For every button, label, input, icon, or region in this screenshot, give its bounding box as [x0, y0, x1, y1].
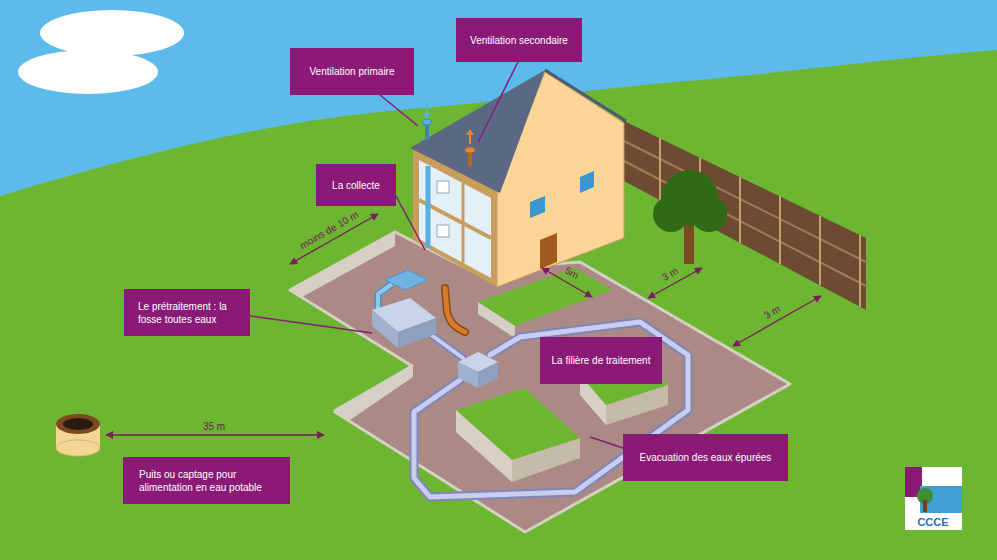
- grass-bed-side: [456, 410, 512, 482]
- air-arrow: [426, 104, 428, 114]
- drain-pipe: [426, 166, 431, 248]
- fence-slat: [622, 160, 866, 286]
- dimension-line: [733, 296, 821, 346]
- logo-text: CCCE: [917, 516, 948, 528]
- roof-edge: [545, 70, 626, 121]
- dimension-line: [106, 434, 324, 435]
- air-arrow: [469, 134, 471, 144]
- tree-trunk: [684, 222, 694, 264]
- leader-line: [396, 196, 425, 250]
- cloud: [18, 50, 158, 94]
- vent-pipe: [445, 288, 465, 332]
- logo: [905, 467, 962, 530]
- leader-line: [478, 62, 518, 142]
- plot-ground: [290, 232, 790, 532]
- grass-patch-edge: [478, 302, 515, 338]
- grass-bed-side: [512, 438, 580, 482]
- fence-post: [859, 235, 861, 307]
- septic-tank: [398, 318, 436, 348]
- outlet-pipe: [430, 334, 463, 358]
- callout-text: Ventilation primaire: [298, 65, 406, 78]
- window: [530, 196, 545, 218]
- callout-box: La filière de traitement: [540, 337, 662, 384]
- fence-post: [659, 138, 661, 200]
- callout-text: Evacuation des eaux épurées: [633, 451, 778, 464]
- cloud: [40, 10, 184, 56]
- tree-foliage: [653, 196, 689, 232]
- callout-text: Le prétraitement : la fosse toutes eaux: [138, 300, 238, 326]
- sink: [437, 181, 449, 193]
- house-mullion: [462, 183, 465, 263]
- septic-tank: [372, 310, 398, 348]
- callout-box: Ventilation primaire: [290, 48, 414, 95]
- callout-text: La collecte: [322, 179, 390, 192]
- callout-text: Puits ou captage pour alimentation en ea…: [139, 468, 280, 494]
- callout-box: Ventilation secondaire: [456, 18, 582, 62]
- callout-text: Ventilation secondaire: [464, 34, 574, 47]
- distribution-box: [478, 362, 498, 388]
- fence-post: [819, 216, 821, 285]
- callout-box: Puits ou captage pour alimentation en ea…: [123, 457, 290, 504]
- tree-foliage: [691, 196, 727, 232]
- fence-slat: [622, 140, 866, 262]
- distribution-box: [458, 362, 478, 388]
- dimension-label: 35 m: [203, 421, 225, 432]
- callout-text: La filière de traitement: [546, 354, 656, 367]
- grass-hill: [0, 50, 997, 560]
- fence: [622, 120, 866, 310]
- leader-line: [250, 316, 372, 333]
- grass-bed-side: [606, 385, 668, 425]
- air-arrow: [423, 113, 431, 119]
- callout-box: Evacuation des eaux épurées: [623, 434, 788, 481]
- secondary-vent: [465, 147, 475, 153]
- house-roof: [410, 70, 545, 193]
- well-hole: [63, 418, 93, 430]
- door: [540, 233, 557, 269]
- sink: [437, 225, 449, 237]
- logo: [923, 500, 927, 512]
- fence-post: [779, 196, 781, 264]
- callout-box: Le prétraitement : la fosse toutes eaux: [124, 289, 250, 336]
- well: [56, 440, 100, 456]
- callout-box: La collecte: [316, 164, 396, 206]
- outlet-pipe: [430, 334, 463, 358]
- primary-vent: [422, 119, 432, 125]
- leader-line: [590, 437, 623, 448]
- leader-line: [380, 95, 418, 126]
- well-rim: [56, 414, 100, 434]
- air-arrow: [466, 129, 474, 135]
- window: [580, 171, 594, 193]
- vent-pipe: [445, 288, 465, 332]
- fence-post: [739, 177, 741, 243]
- plot-wall: [333, 364, 413, 420]
- inspection-box: [385, 270, 428, 290]
